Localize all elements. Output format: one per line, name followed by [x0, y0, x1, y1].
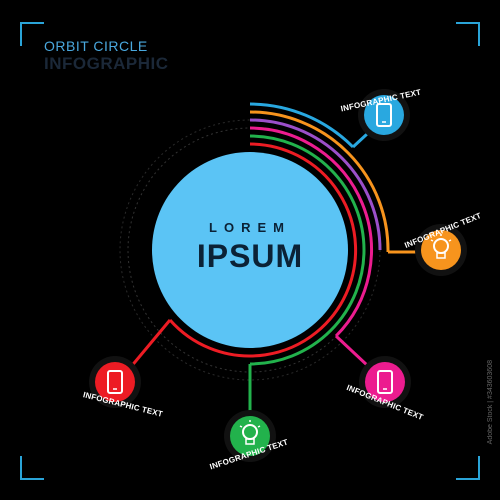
node-pink [359, 356, 411, 408]
center-small-text: LOREM [209, 220, 291, 235]
arc-red [168, 142, 358, 358]
watermark-text: Adobe Stock | #343603608 [487, 360, 494, 445]
center-big-text: IPSUM [196, 238, 304, 274]
lightbulb-icon [239, 420, 261, 445]
header-subtitle: INFOGRAPHIC [44, 54, 169, 73]
frame-corner-bottom-right [456, 456, 480, 480]
arc-orange [249, 110, 390, 253]
node-pink-circle [365, 362, 405, 402]
smartphone-icon [376, 103, 392, 127]
node-blue-circle [364, 95, 404, 135]
node-orange [415, 224, 467, 276]
arc-purple [249, 118, 382, 251]
frame-corner-bottom-left [20, 456, 44, 480]
frame-corner-top-right [456, 22, 480, 46]
node-red-circle [95, 362, 135, 402]
node-blue [358, 89, 410, 141]
smartphone-icon [377, 370, 393, 394]
node-green [224, 410, 276, 462]
connector-pink [334, 334, 370, 368]
header-title: ORBIT CIRCLE [44, 38, 148, 54]
smartphone-icon [107, 370, 123, 394]
node-red [89, 356, 141, 408]
center-circle [152, 152, 348, 348]
frame-corner-top-left [20, 22, 44, 46]
arc-green [249, 134, 366, 366]
arc-pink [249, 126, 373, 338]
arc-blue [249, 102, 355, 149]
connector-red [128, 319, 172, 369]
lightbulb-icon [430, 234, 452, 259]
